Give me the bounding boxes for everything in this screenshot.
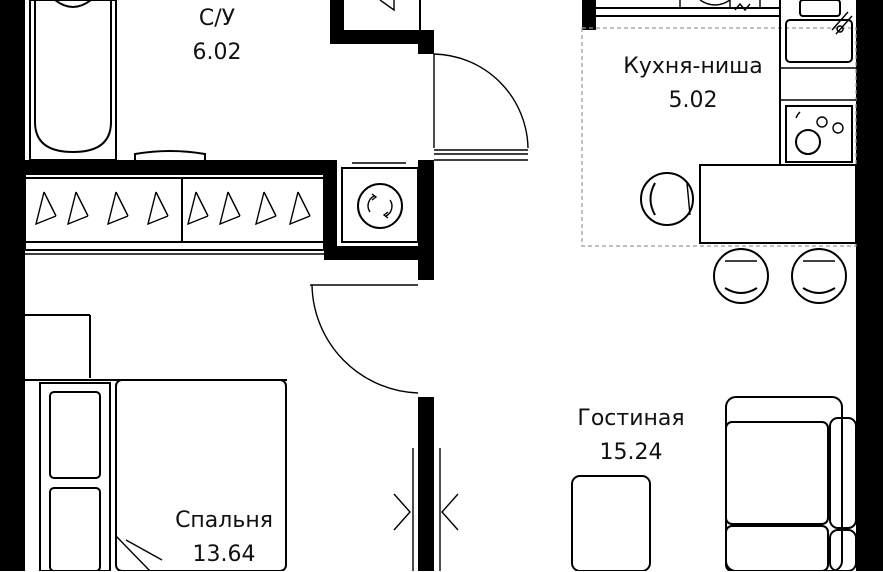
room-label-living: Гостиная 15.24	[577, 402, 684, 470]
outer-wall-left	[0, 0, 25, 571]
wall-stub-top-mid	[330, 30, 422, 44]
bathtub-icon	[29, 0, 117, 161]
room-label-kitchen: Кухня-ниша 5.02	[623, 50, 763, 118]
towel-rail	[134, 150, 206, 160]
chair-icon	[640, 172, 847, 304]
room-label-bedroom: Спальня 13.64	[175, 504, 273, 572]
partition-window	[393, 448, 459, 571]
corridor-wall-bottom	[324, 246, 434, 260]
room-area: 5.02	[668, 88, 718, 113]
corridor-wall-right	[418, 160, 434, 280]
kitchen-zone-outline	[581, 27, 857, 247]
door-swing-icon	[433, 53, 529, 161]
washing-machine-icon	[341, 162, 419, 243]
room-name: Гостиная	[577, 406, 685, 431]
room-label-bathroom: С/У 6.02	[193, 2, 242, 70]
room-area: 13.64	[192, 542, 256, 567]
sofa-icon	[725, 396, 857, 571]
room-name: С/У	[198, 6, 236, 31]
sink-icon	[785, 0, 853, 63]
room-name: Спальня	[175, 508, 273, 533]
room-name: Кухня-ниша	[623, 54, 763, 79]
bedroom-door-swing	[310, 284, 419, 394]
wardrobe	[24, 173, 325, 255]
wall-stub-top-door	[418, 30, 434, 54]
bed-icon	[25, 379, 287, 571]
bedroom-shelf	[25, 314, 91, 378]
wardrobe-hanger-icon	[34, 191, 311, 226]
bathroom-fixture-line	[379, 0, 395, 12]
ottoman	[571, 475, 651, 571]
wall-stub-top-right	[582, 0, 596, 30]
kitchen-counter	[596, 0, 856, 165]
partition-wall-lower	[418, 397, 434, 571]
bathroom-wall-bottom	[25, 160, 337, 174]
stove-icon	[785, 105, 853, 163]
outer-wall-right	[856, 0, 883, 571]
room-area: 6.02	[192, 40, 242, 65]
wardrobe-wall-right	[324, 160, 337, 260]
dining-table	[699, 164, 857, 244]
room-area: 15.24	[599, 440, 663, 465]
